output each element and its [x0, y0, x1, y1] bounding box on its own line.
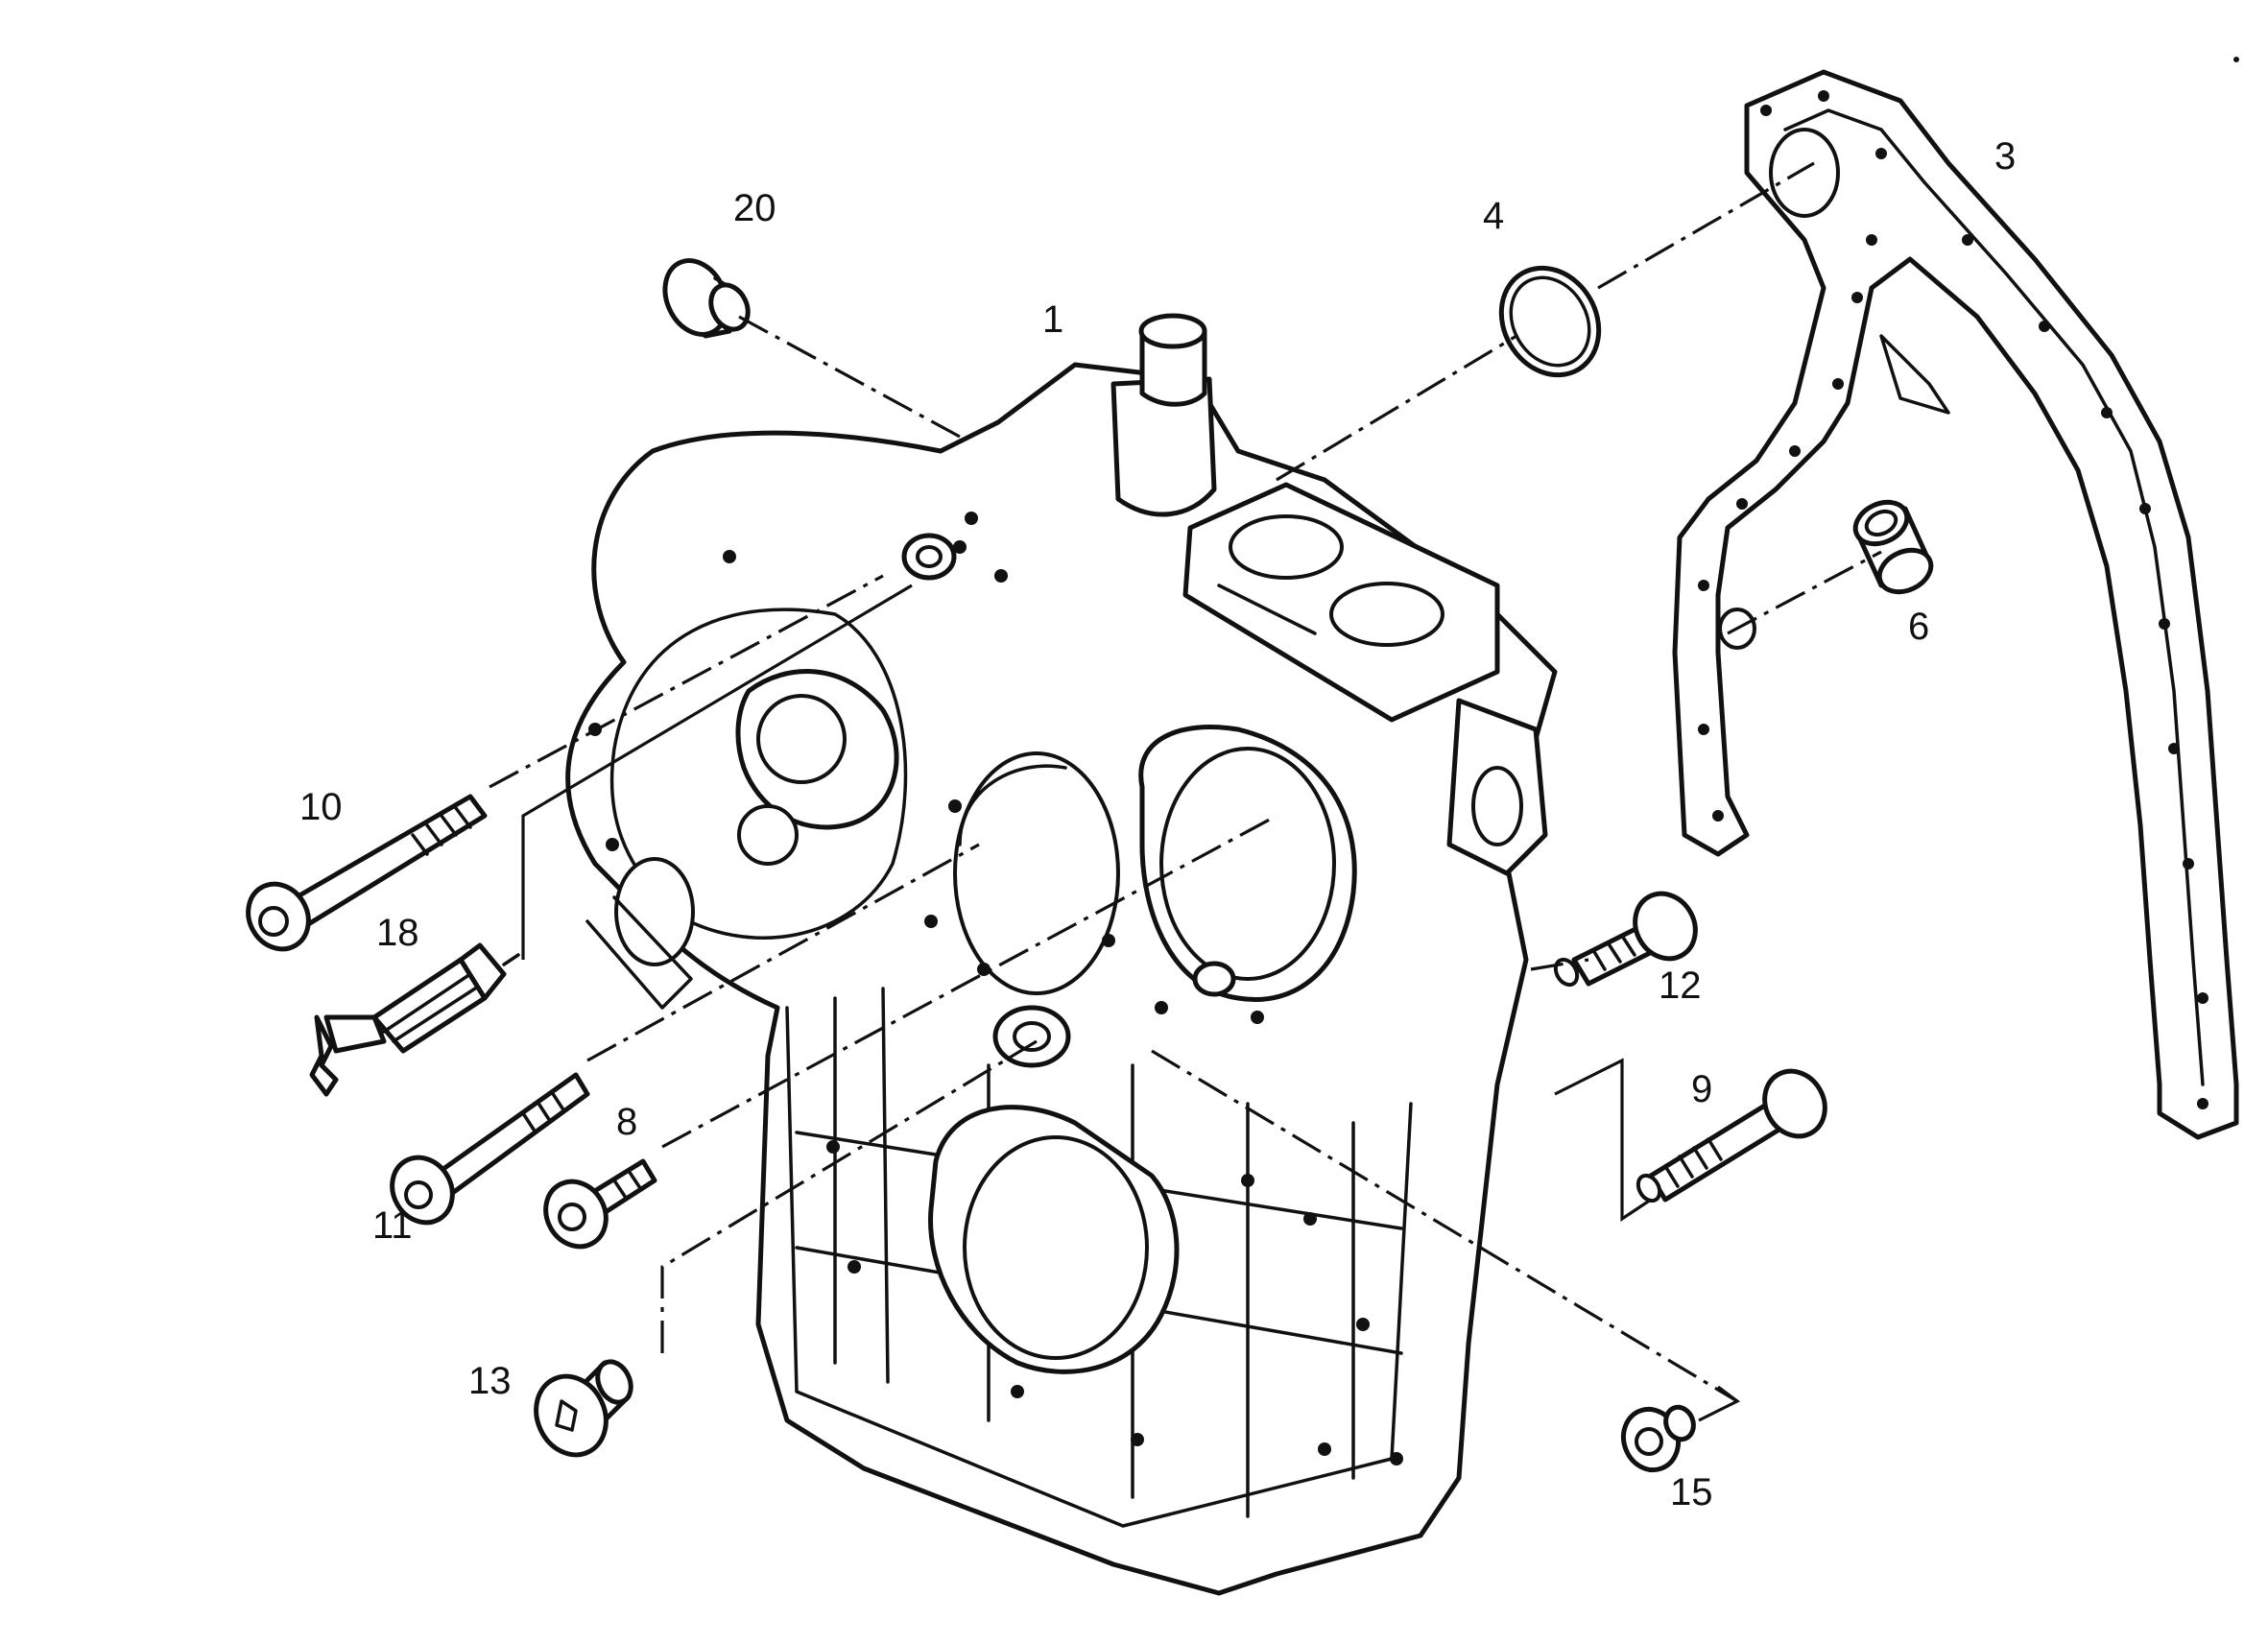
bolt-9 [1635, 1068, 1827, 1203]
callout-9: 9 [1691, 1068, 1712, 1110]
gasket [1672, 69, 2239, 1140]
plug-13 [534, 1359, 633, 1458]
gasket-bolt-holes [1698, 90, 2208, 1109]
callout-12: 12 [1659, 965, 1702, 1007]
callout-8: 8 [616, 1101, 637, 1143]
callout-4: 4 [1483, 195, 1504, 237]
sensor-18 [309, 942, 520, 1097]
callout-11: 11 [372, 1204, 413, 1247]
o-ring [1498, 265, 1602, 378]
leader-lines [489, 161, 1882, 1422]
housing-bolt-holes [588, 512, 1403, 1465]
bolt-11 [390, 1072, 590, 1226]
timing-case-housing [565, 313, 1558, 1596]
callout-numbers: 1 3 4 6 8 9 10 11 12 13 15 18 20 [299, 135, 2016, 1513]
corner-dot [2233, 57, 2239, 62]
callout-13: 13 [468, 1360, 512, 1402]
callout-1: 1 [1042, 298, 1063, 341]
callout-20: 20 [733, 187, 776, 229]
callout-15: 15 [1670, 1471, 1713, 1513]
plug-15 [1621, 1404, 1696, 1473]
callout-18: 18 [376, 912, 419, 954]
bolt-10 [246, 794, 488, 952]
callout-10: 10 [299, 786, 343, 828]
callout-6: 6 [1908, 606, 1929, 648]
bolt-12 [1553, 891, 1698, 988]
bolt-8 [543, 1158, 657, 1250]
plug-20 [662, 258, 751, 339]
callout-3: 3 [1994, 135, 2016, 178]
bushing [1852, 499, 1934, 595]
